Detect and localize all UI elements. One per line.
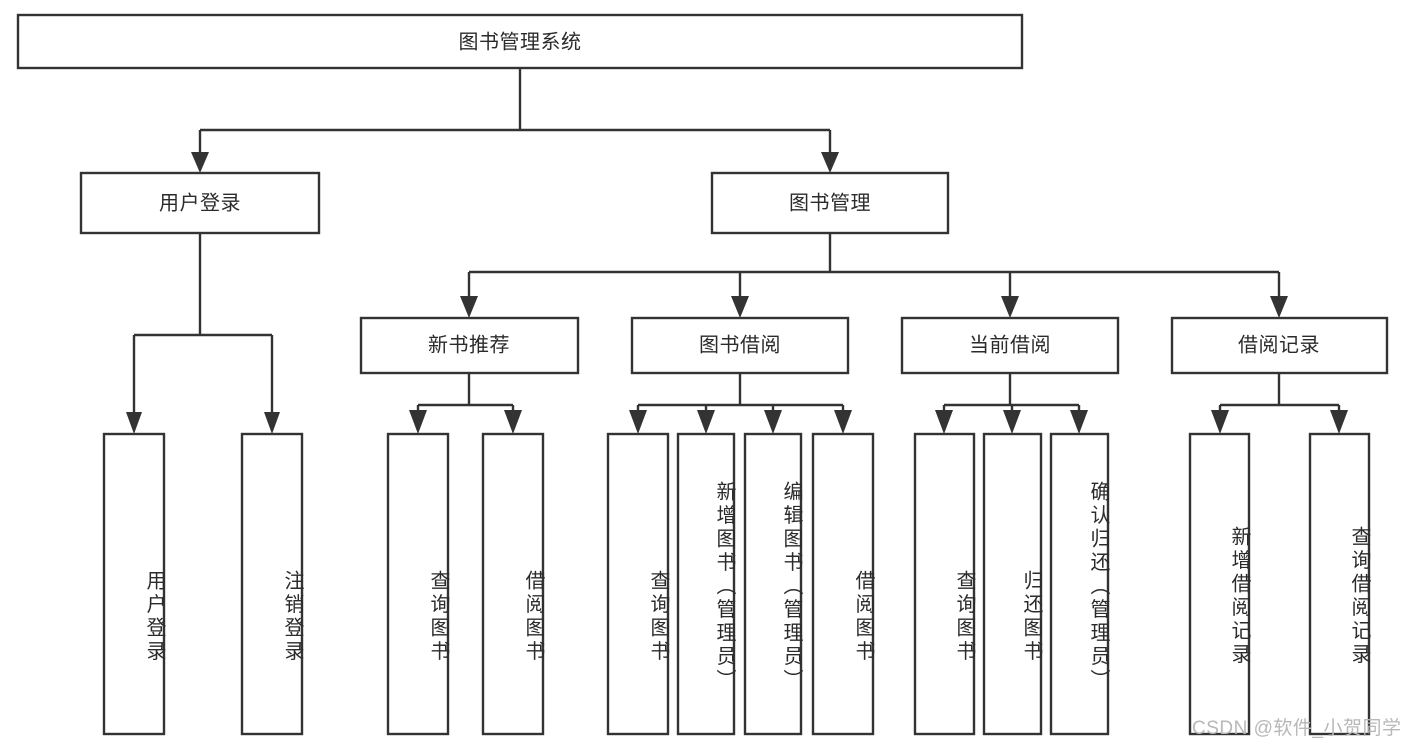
node-leaf-return-book-box[interactable]: [982, 432, 1043, 736]
arrow-head-borrow-record: [1270, 296, 1288, 318]
arrow-head-leaf-borrow-book-1: [504, 410, 522, 434]
connector-group-book-borrow: [629, 373, 852, 434]
arrow-head-leaf-add-book: [697, 410, 715, 434]
node-leaf-query-book-1-box[interactable]: [386, 432, 450, 736]
node-leaf-query-book-2-box[interactable]: [606, 432, 670, 736]
connector-group-borrow-record: [1211, 373, 1348, 434]
node-leaf-add-book-box[interactable]: [676, 432, 736, 736]
arrow-head-book-borrow: [731, 296, 749, 318]
node-root-box[interactable]: [16, 13, 1024, 70]
node-leaf-query-book-3-box[interactable]: [913, 432, 976, 736]
node-leaf-user-login-box[interactable]: [102, 432, 166, 736]
arrow-head-current-borrow: [1001, 296, 1019, 318]
node-borrow-record-box[interactable]: [1170, 316, 1389, 375]
connector-group-book-manage: [460, 233, 1288, 318]
node-leaf-logout-box[interactable]: [240, 432, 304, 736]
node-user-login-box[interactable]: [79, 171, 321, 235]
arrow-head-leaf-query-record: [1330, 410, 1348, 434]
node-current-borrow-box[interactable]: [900, 316, 1120, 375]
node-leaf-confirm-return-box[interactable]: [1049, 432, 1110, 736]
node-root-label: 图书管理系统: [459, 30, 582, 53]
node-book-borrow-box[interactable]: [630, 316, 850, 375]
connector-group-new-book-rec: [409, 373, 522, 434]
arrow-head-leaf-add-record: [1211, 410, 1229, 434]
node-leaf-add-record-box[interactable]: [1188, 432, 1251, 736]
arrow-head-leaf-logout: [264, 412, 280, 434]
node-leaf-query-record-box[interactable]: [1308, 432, 1371, 736]
arrow-head-leaf-return-book: [1003, 410, 1021, 434]
node-book-manage-label: 图书管理: [789, 191, 871, 214]
connector-group-current-borrow: [935, 373, 1088, 434]
arrow-head-leaf-query-book-3: [935, 410, 953, 434]
arrow-head-leaf-query-book-1: [409, 410, 427, 434]
arrow-head-leaf-user-login: [126, 412, 142, 434]
connector-group-root: [191, 68, 839, 173]
arrow-head-book-manage: [821, 152, 839, 173]
node-borrow-record-label: 借阅记录: [1238, 333, 1320, 356]
arrow-head-leaf-confirm-return: [1070, 410, 1088, 434]
node-leaf-borrow-book-1-box[interactable]: [481, 432, 545, 736]
node-book-borrow-label: 图书借阅: [699, 333, 781, 356]
node-book-manage-box[interactable]: [710, 171, 950, 235]
arrow-head-leaf-edit-book: [764, 410, 782, 434]
csdn-watermark: CSDN @软件_小贺同学: [1192, 718, 1402, 739]
arrow-head-user-login: [191, 152, 209, 173]
node-leaf-borrow-book-2-box[interactable]: [811, 432, 875, 736]
connector-group-user-login: [126, 233, 280, 434]
arrow-head-leaf-borrow-book-2: [834, 410, 852, 434]
node-leaf-edit-book-box[interactable]: [743, 432, 803, 736]
node-current-borrow-label: 当前借阅: [969, 333, 1051, 356]
arrow-head-leaf-query-book-2: [629, 410, 647, 434]
node-new-book-rec-label: 新书推荐: [428, 333, 510, 356]
arrow-head-new-book-rec: [460, 296, 478, 318]
node-user-login-label: 用户登录: [159, 191, 241, 214]
node-new-book-rec-box[interactable]: [359, 316, 580, 375]
